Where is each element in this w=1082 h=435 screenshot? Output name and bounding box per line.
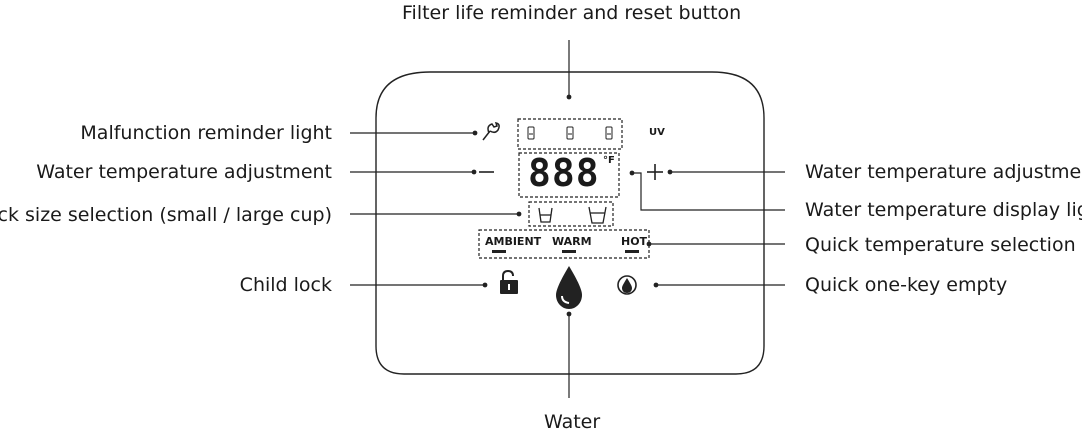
warm-indicator bbox=[562, 250, 576, 253]
warm-label[interactable]: WARM bbox=[552, 235, 592, 248]
callout-left3: Quick size selection (small / large cup) bbox=[0, 204, 332, 226]
ambient-indicator bbox=[492, 250, 506, 253]
filter-indicators-box bbox=[517, 118, 623, 150]
callout-left2: Water temperature adjustment bbox=[36, 161, 332, 183]
callout-left1: Malfunction reminder light bbox=[80, 122, 332, 144]
unlock-icon[interactable] bbox=[500, 269, 518, 294]
callout-left4: Child lock bbox=[239, 274, 332, 296]
uv-indicator: UV bbox=[649, 127, 665, 138]
display-box bbox=[518, 152, 620, 198]
small-cup-icon[interactable] bbox=[538, 207, 553, 223]
callout-right4: Quick one-key empty bbox=[805, 274, 1008, 296]
device-panel-outline bbox=[375, 71, 765, 375]
temperature-display: 888 bbox=[528, 151, 600, 195]
callout-right1: Water temperature adjustment bbox=[805, 161, 1082, 183]
leader-dot-top bbox=[566, 94, 572, 100]
callout-bottom: Water bbox=[544, 411, 601, 433]
wrench-icon bbox=[482, 122, 500, 141]
leader-right2 bbox=[632, 172, 785, 211]
water-drop-icon[interactable] bbox=[556, 266, 582, 309]
ambient-label[interactable]: AMBIENT bbox=[485, 235, 542, 248]
plus-button[interactable] bbox=[647, 164, 663, 180]
quick-empty-icon[interactable] bbox=[617, 275, 637, 295]
large-cup-icon[interactable] bbox=[588, 206, 607, 224]
hot-label[interactable]: HOT bbox=[621, 235, 648, 248]
hot-indicator bbox=[625, 250, 639, 253]
callout-right3: Quick temperature selection bbox=[805, 234, 1076, 256]
temperature-selection-box bbox=[478, 229, 650, 259]
cup-size-box bbox=[528, 201, 614, 227]
filter-icon bbox=[527, 126, 613, 140]
fahrenheit-unit: °F bbox=[603, 155, 615, 166]
callout-right2: Water temperature display light bbox=[805, 199, 1082, 221]
callout-top: Filter life reminder and reset button bbox=[402, 2, 742, 24]
